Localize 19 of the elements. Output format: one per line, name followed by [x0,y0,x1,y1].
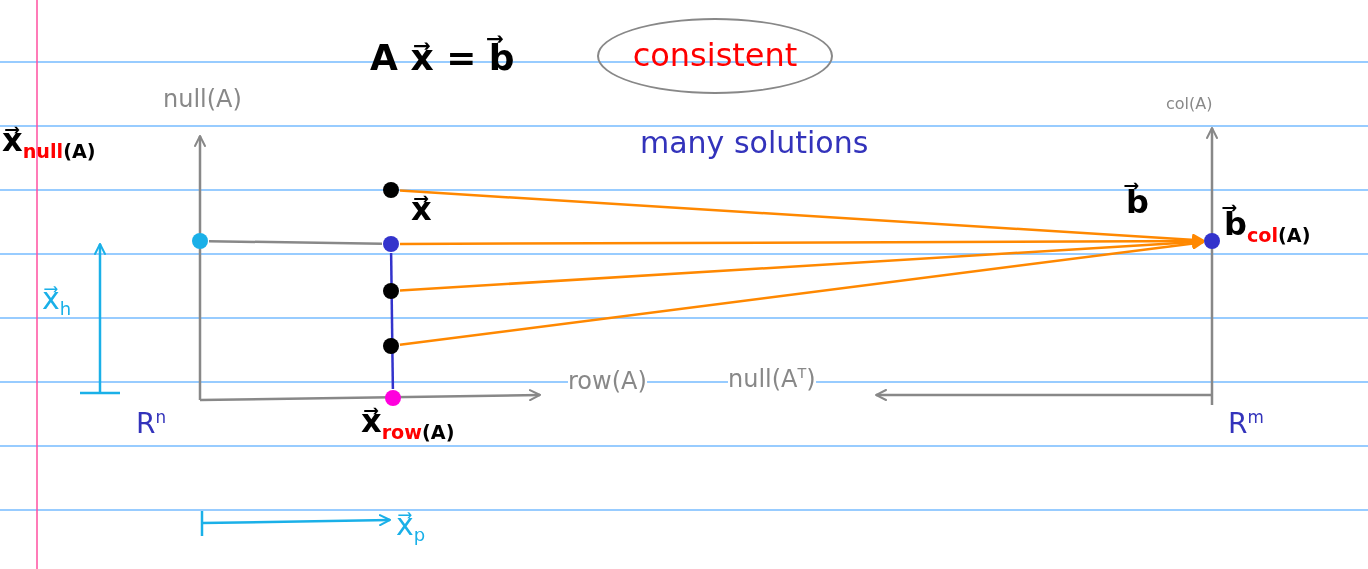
point-dot [383,338,399,354]
point-dot [383,283,399,299]
point-dot [383,182,399,198]
arrow [399,236,1204,292]
vector-label: x⃗$_{h}$ [42,282,72,320]
axis-label: col(A) [1166,95,1213,113]
space-label: R$^{m}$ [1228,408,1264,440]
axis-label: row(A) [568,368,647,395]
arrow [399,237,1205,347]
axis-label: null(A$^{T}$) [728,366,816,393]
status-text: consistent [632,38,798,74]
vector-label: x⃗$_{p}$ [396,508,426,546]
annotation-text: many solutions [640,126,869,159]
connector-line [208,239,383,246]
vector-label: x⃗ [411,192,432,228]
space-label: R$^{n}$ [136,408,167,440]
connector-line [389,253,395,389]
callout-ellipse [597,18,833,94]
axis-label: null(A) [163,86,242,113]
